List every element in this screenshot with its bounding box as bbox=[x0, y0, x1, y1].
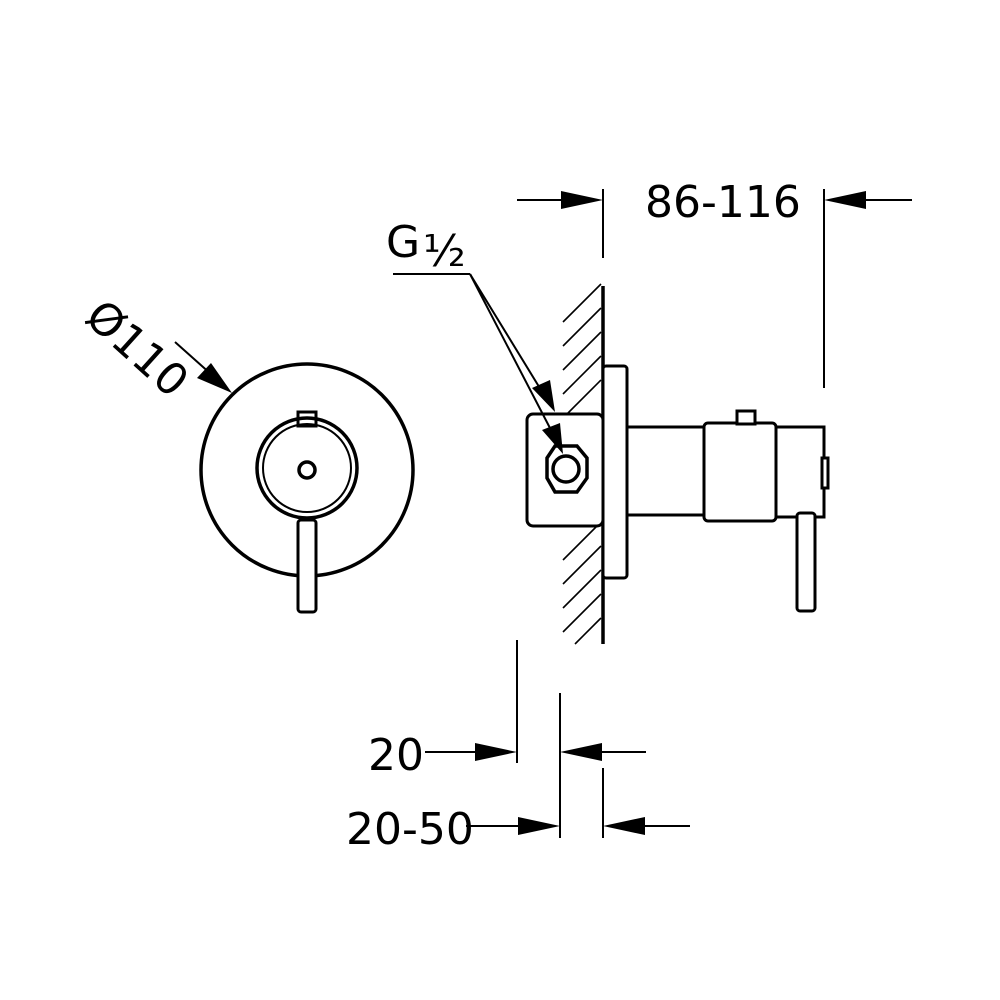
depth-label: 20-50 bbox=[346, 804, 474, 855]
handle-ring-inner bbox=[262, 423, 352, 513]
connection-size-label: ½ bbox=[423, 226, 466, 277]
handle-end-cap bbox=[820, 456, 830, 490]
side-lever bbox=[795, 511, 817, 613]
diameter-label: Ø110 bbox=[76, 290, 198, 407]
center-dot bbox=[297, 460, 317, 480]
dimension-cover: 20 bbox=[368, 640, 646, 838]
in-wall-body bbox=[525, 412, 605, 528]
wall-hatching bbox=[562, 283, 602, 645]
top-pin bbox=[735, 409, 757, 426]
handle-ring-outer bbox=[255, 416, 359, 520]
handle-collar bbox=[702, 421, 778, 523]
dimension-depth: 20-50 bbox=[346, 768, 690, 855]
cover-plate-side bbox=[601, 364, 629, 580]
front-view: Ø110 bbox=[76, 290, 415, 614]
dimension-projection: 86-116 bbox=[517, 177, 912, 388]
cover-label: 20 bbox=[368, 730, 424, 781]
cartridge-body bbox=[625, 425, 711, 517]
connection-label: G bbox=[386, 217, 420, 268]
projection-label: 86-116 bbox=[645, 177, 801, 228]
lever bbox=[296, 518, 318, 614]
side-view: G ½ bbox=[386, 217, 830, 645]
handle-end bbox=[774, 425, 826, 519]
pipe-connection bbox=[545, 444, 589, 494]
pipe-bore bbox=[551, 454, 581, 484]
